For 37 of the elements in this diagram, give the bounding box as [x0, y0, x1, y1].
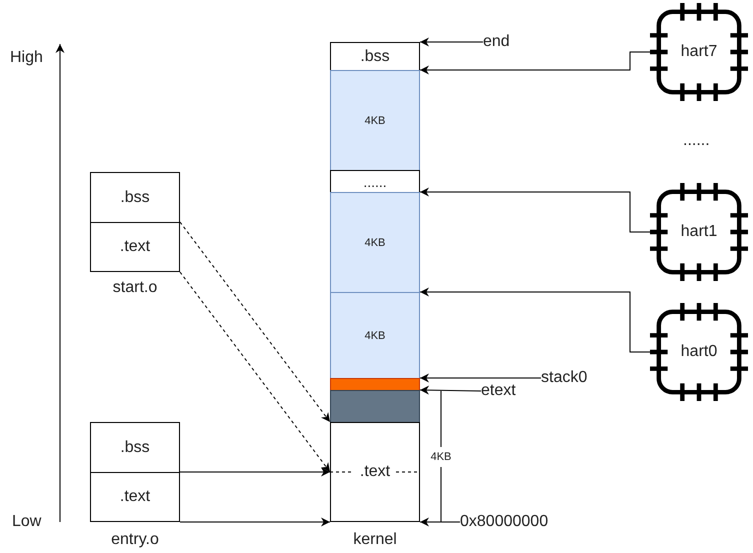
dashed-arrow: [180, 222, 330, 422]
arrow: [180, 468, 330, 476]
file-label: kernel: [353, 530, 397, 550]
arrow: [420, 374, 542, 382]
processor-chip: [650, 183, 748, 281]
memory-block: ......: [330, 170, 420, 193]
memory-block: [330, 378, 420, 391]
memory-section: .text: [90, 472, 180, 522]
memory-section: .text: [90, 222, 180, 272]
symbol-label: end: [483, 32, 510, 52]
arrow: [420, 188, 650, 232]
file-label: start.o: [112, 278, 158, 298]
arrow: [420, 386, 482, 395]
file-label: entry.o: [111, 530, 159, 550]
memory-block: 4KB: [330, 192, 420, 293]
processor-chip: [650, 303, 748, 401]
memory-section: .bss: [90, 172, 180, 223]
arrow: [180, 518, 330, 526]
arrow: [420, 518, 460, 526]
axis-label: High: [10, 48, 43, 68]
processor-chip: [650, 3, 748, 101]
memory-block: 4KB: [330, 292, 420, 379]
symbol-label: stack0: [541, 368, 588, 388]
memory-section: .bss: [90, 422, 180, 473]
arrow: [420, 38, 484, 46]
memory-block: [330, 422, 420, 522]
arrow: [420, 52, 650, 74]
memory-block: [330, 390, 420, 423]
arrow: [420, 288, 650, 352]
dashed-arrow: [180, 272, 330, 472]
chip-label: hart0: [680, 342, 718, 362]
symbol-label: 0x80000000: [460, 512, 548, 532]
chip-label: hart1: [680, 222, 718, 242]
chip-label: hart7: [680, 42, 718, 62]
memory-block: 4KB: [330, 70, 420, 171]
memory-block: .bss: [330, 42, 420, 71]
symbol-label: etext: [481, 381, 516, 401]
